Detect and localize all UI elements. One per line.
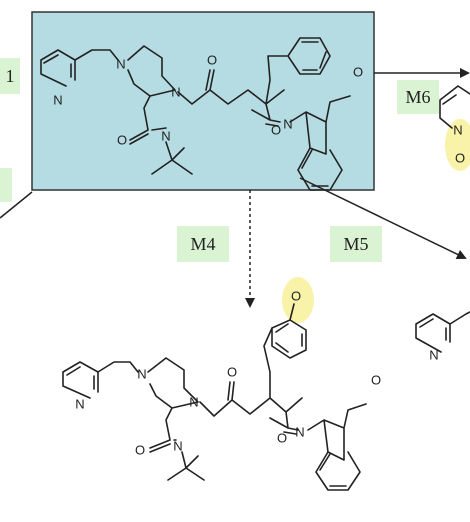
highlight-m4-hydroxyl bbox=[282, 277, 314, 323]
metabolite-label-m5: M5 bbox=[330, 226, 382, 262]
atom-amide-o1: O bbox=[117, 133, 127, 148]
metabolite-label-m4: M4 bbox=[177, 226, 229, 262]
atom-amide-n2: N bbox=[295, 425, 304, 440]
atom-piperazine-n2: N bbox=[189, 395, 198, 410]
label-text: 1 bbox=[5, 65, 15, 86]
bond-lines bbox=[439, 85, 470, 129]
atom-n-plus: N bbox=[453, 123, 462, 138]
atom-indanol-o: O bbox=[371, 373, 381, 388]
atom-amide-n1: N bbox=[161, 129, 170, 144]
atom-piperazine-n2: N bbox=[171, 85, 180, 100]
arrow-to-m5 bbox=[299, 177, 467, 260]
atom-o-minus: O bbox=[455, 151, 465, 166]
metabolite-label-left-edge-2 bbox=[0, 168, 12, 202]
metabolite-label-left-edge: 1 bbox=[0, 58, 20, 94]
atom-amide-o2: O bbox=[277, 431, 287, 446]
bond-lines bbox=[415, 311, 470, 353]
parent-compound-box bbox=[31, 11, 375, 191]
arrow-stub-left bbox=[0, 191, 33, 219]
reaction-arrows bbox=[0, 68, 470, 308]
atom-amide-o1: O bbox=[135, 443, 145, 458]
bond-lines bbox=[62, 303, 367, 491]
atom-pyridine-n: N bbox=[53, 93, 62, 108]
atom-pyridine-n: N bbox=[429, 348, 438, 363]
m5-structure: N bbox=[415, 311, 470, 363]
atom-amide-n1: N bbox=[173, 439, 182, 454]
atom-hydroxyl-o: O bbox=[207, 53, 217, 68]
m6-structure: N O bbox=[439, 85, 470, 166]
label-text: M5 bbox=[343, 233, 369, 254]
label-text: M4 bbox=[190, 233, 216, 254]
m4-structure: O N N N O N O O N O bbox=[62, 289, 381, 491]
atom-amide-n2: N bbox=[283, 117, 292, 132]
atom-piperazine-n1: N bbox=[137, 367, 146, 382]
atom-indanol-o: O bbox=[353, 65, 363, 80]
label-text: M6 bbox=[405, 86, 431, 107]
highlight-m6-n-oxide bbox=[445, 119, 470, 171]
atom-piperazine-n1: N bbox=[116, 57, 125, 72]
metabolite-label-m6: M6 bbox=[397, 80, 439, 114]
atom-hydroxyl-o-new: O bbox=[291, 289, 301, 304]
atom-hydroxyl-o: O bbox=[227, 365, 237, 380]
atom-pyridine-n: N bbox=[75, 397, 84, 412]
parent-structure: N N N O N O O N O bbox=[40, 37, 363, 191]
atom-amide-o2: O bbox=[271, 123, 281, 138]
bond-lines bbox=[40, 37, 351, 191]
